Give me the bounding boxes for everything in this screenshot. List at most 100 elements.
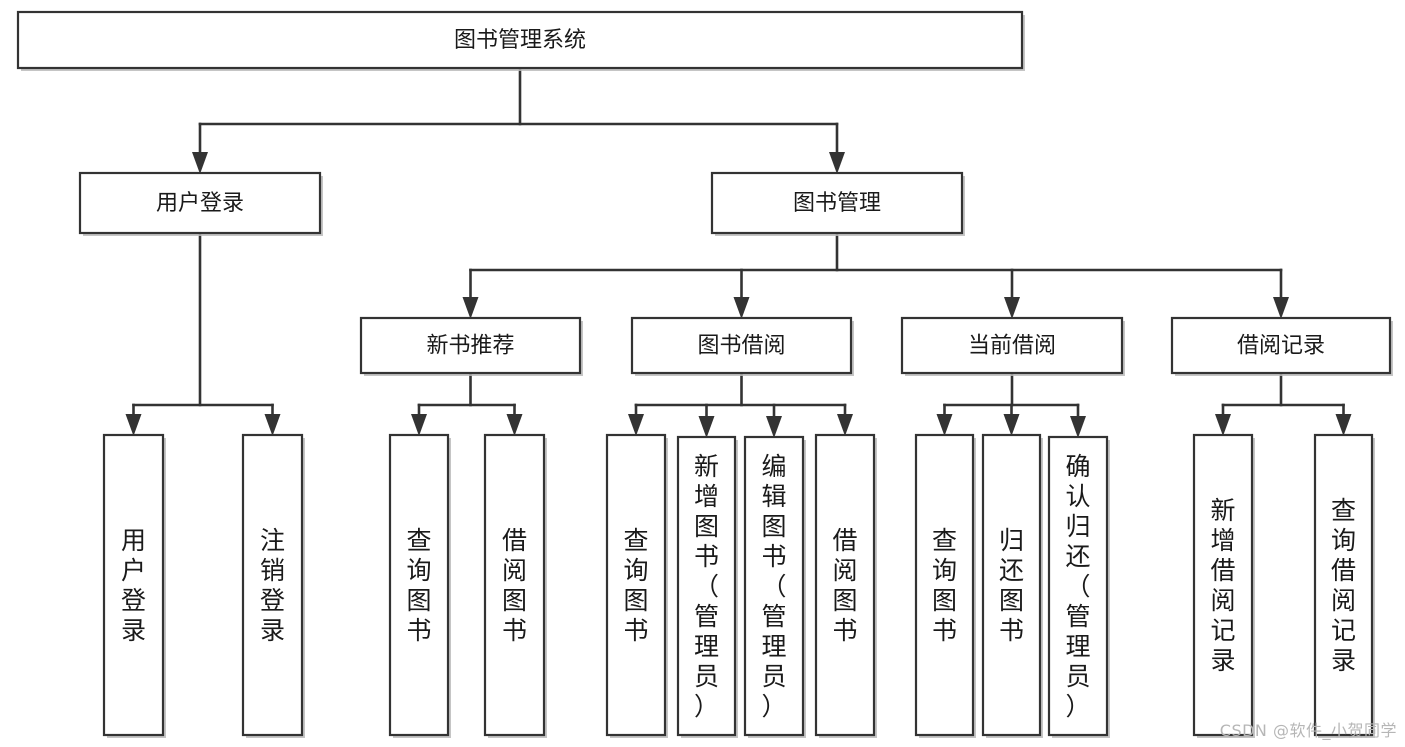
node-label: 图书管理 bbox=[793, 191, 881, 216]
svg-text:询: 询 bbox=[1331, 526, 1356, 555]
node-label: 图书管理系统 bbox=[454, 28, 586, 53]
svg-text:图: 图 bbox=[999, 586, 1024, 615]
svg-text:管: 管 bbox=[761, 602, 786, 631]
node-rect[interactable] bbox=[359, 316, 582, 375]
svg-text:查: 查 bbox=[1331, 496, 1356, 525]
node-root[interactable]: 图书管理系统 bbox=[16, 10, 1025, 71]
node-rect[interactable] bbox=[388, 433, 450, 737]
node-rect[interactable] bbox=[914, 433, 975, 737]
svg-text:员: 员 bbox=[761, 662, 786, 691]
node-user-login[interactable]: 用户登录 bbox=[78, 171, 323, 236]
svg-text:记: 记 bbox=[1210, 616, 1235, 645]
arrowhead-icon bbox=[1273, 297, 1289, 319]
svg-text:图: 图 bbox=[623, 586, 648, 615]
svg-text:还: 还 bbox=[1065, 542, 1090, 571]
svg-text:录: 录 bbox=[1331, 646, 1356, 675]
node-rect[interactable] bbox=[102, 433, 165, 737]
arrowhead-icon bbox=[411, 414, 427, 436]
arrowhead-icon bbox=[837, 414, 853, 436]
node-rect[interactable] bbox=[605, 433, 667, 737]
arrowhead-icon bbox=[1070, 416, 1086, 438]
svg-text:员: 员 bbox=[1065, 662, 1090, 691]
node-rect[interactable] bbox=[241, 433, 304, 737]
node-leaf-user-login[interactable]: 用户登录 bbox=[102, 433, 166, 738]
node-rect[interactable] bbox=[981, 433, 1042, 737]
svg-text:询: 询 bbox=[406, 556, 431, 585]
svg-text:录: 录 bbox=[260, 616, 285, 645]
svg-text:（: （ bbox=[761, 572, 786, 601]
node-rect[interactable] bbox=[900, 316, 1124, 375]
connector-borrow-record bbox=[1215, 371, 1352, 436]
node-rect[interactable] bbox=[16, 10, 1024, 70]
node-rect[interactable] bbox=[1047, 435, 1109, 737]
arrowhead-icon bbox=[506, 414, 523, 436]
node-book-borrow[interactable]: 图书借阅 bbox=[630, 316, 854, 376]
svg-text:注: 注 bbox=[260, 526, 285, 555]
node-rect[interactable] bbox=[1313, 433, 1374, 737]
svg-text:增: 增 bbox=[694, 482, 719, 511]
arrowhead-icon bbox=[628, 414, 644, 436]
svg-text:查: 查 bbox=[932, 526, 957, 555]
node-rect[interactable] bbox=[483, 433, 546, 737]
svg-text:（: （ bbox=[1065, 572, 1090, 601]
svg-text:认: 认 bbox=[1065, 482, 1090, 511]
node-label: 新书推荐 bbox=[426, 334, 514, 359]
svg-text:图: 图 bbox=[932, 586, 957, 615]
node-rect[interactable] bbox=[1170, 316, 1392, 375]
node-rect[interactable] bbox=[78, 171, 322, 235]
svg-text:书: 书 bbox=[932, 616, 957, 645]
svg-text:书: 书 bbox=[502, 616, 527, 645]
node-new-book-recommend[interactable]: 新书推荐 bbox=[359, 316, 583, 376]
connector-current-borrow bbox=[936, 371, 1086, 438]
svg-text:还: 还 bbox=[999, 556, 1024, 585]
node-rect[interactable] bbox=[676, 435, 737, 737]
svg-text:确: 确 bbox=[1065, 452, 1090, 481]
svg-text:录: 录 bbox=[1210, 646, 1235, 675]
connector-book-management bbox=[462, 231, 1289, 319]
node-label: 图书借阅 bbox=[697, 334, 785, 359]
node-book-management[interactable]: 图书管理 bbox=[710, 171, 965, 236]
nodes-layer: 图书管理系统用户登录图书管理新书推荐图书借阅当前借阅借阅记录用户登录注销登录查询… bbox=[16, 10, 1393, 738]
svg-text:借: 借 bbox=[502, 526, 527, 555]
arrowhead-icon bbox=[936, 414, 953, 436]
svg-text:询: 询 bbox=[623, 556, 648, 585]
svg-text:书: 书 bbox=[999, 616, 1024, 645]
node-rect[interactable] bbox=[814, 433, 876, 737]
node-rect[interactable] bbox=[710, 171, 964, 235]
arrowhead-icon bbox=[462, 297, 479, 319]
svg-text:书: 书 bbox=[406, 616, 431, 645]
node-current-borrow[interactable]: 当前借阅 bbox=[900, 316, 1125, 376]
svg-text:录: 录 bbox=[121, 616, 146, 645]
svg-text:（: （ bbox=[694, 572, 719, 601]
arrowhead-icon bbox=[698, 416, 715, 438]
node-rect[interactable] bbox=[1192, 433, 1254, 737]
connector-root bbox=[192, 66, 845, 174]
svg-text:书: 书 bbox=[761, 542, 786, 571]
node-rect[interactable] bbox=[743, 435, 805, 737]
node-rect[interactable] bbox=[630, 316, 853, 375]
arrowhead-icon bbox=[829, 152, 845, 174]
connector-user-login bbox=[125, 231, 281, 436]
node-borrow-record[interactable]: 借阅记录 bbox=[1170, 316, 1393, 376]
svg-text:阅: 阅 bbox=[1331, 586, 1356, 615]
